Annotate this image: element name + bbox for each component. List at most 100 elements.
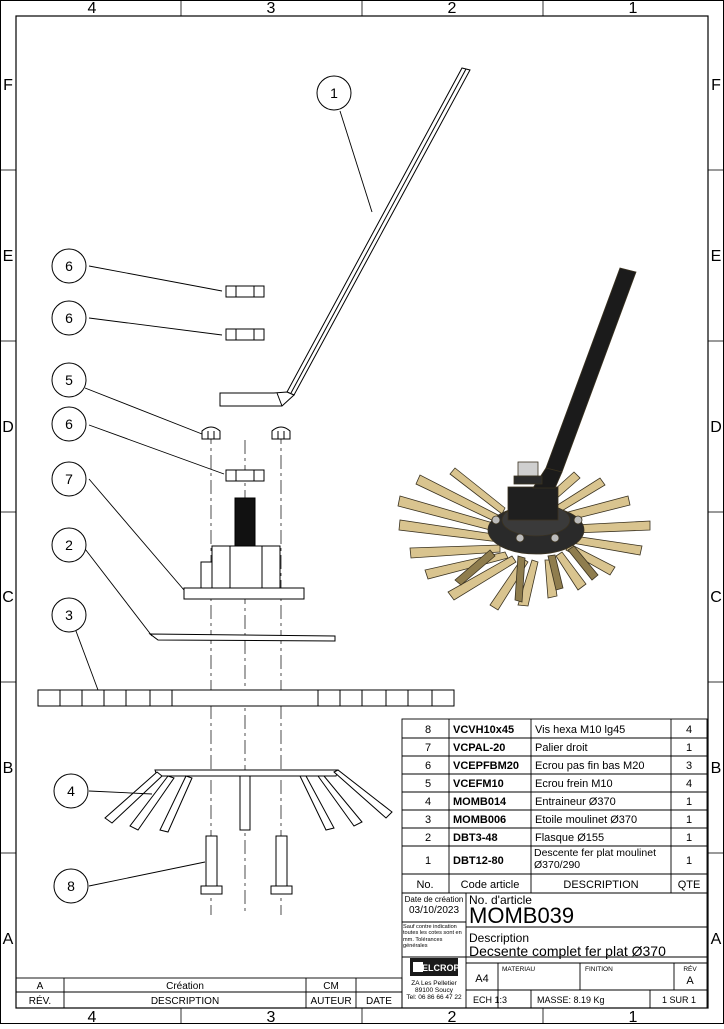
zone-col-bottom: 1 [629, 1009, 638, 1024]
balloon-2: 2 [51, 527, 87, 563]
part-descent-bar [219, 67, 471, 407]
finish-label: FINITION [585, 966, 613, 973]
balloon-label: 6 [65, 310, 73, 326]
balloon-label: 1 [330, 85, 338, 101]
part-star [37, 689, 455, 707]
exploded-view [37, 67, 471, 915]
zone-row-left: A [3, 931, 14, 948]
creation-date: 03/10/2023 [409, 905, 459, 916]
balloon-label: 3 [65, 607, 73, 623]
bom-row: 5 VCEFM10 Ecrou frein M10 4 [425, 778, 692, 790]
zone-col-top: 1 [629, 0, 638, 17]
bearing-block [507, 486, 559, 521]
company-phone: Tel: 06 86 66 47 22 [406, 994, 462, 1001]
bom-no: 1 [425, 855, 431, 867]
top-nut [517, 461, 539, 477]
bom-no: 5 [425, 778, 431, 790]
bom-qty: 1 [686, 742, 692, 754]
part-bolt [200, 835, 223, 895]
date-label: Date de création [405, 895, 464, 904]
balloon-1: 1 [316, 75, 352, 111]
mass: MASSE: 8.19 Kg [537, 995, 605, 1005]
bom-code: VCEPFBM20 [453, 760, 519, 772]
bom-code: DBT12-80 [453, 855, 504, 867]
scale: ECH 1:3 [473, 995, 507, 1005]
bom-qty: 1 [686, 796, 692, 808]
drawing-description: Decsente complet fer plat Ø370 [469, 943, 666, 959]
zone-row-left: D [2, 419, 14, 436]
bom-qty: 4 [686, 778, 692, 790]
part-bearing [183, 545, 305, 600]
sheet-number: 1 SUR 1 [662, 995, 696, 1005]
rev-label: RÉV [683, 964, 697, 973]
zone-col-top: 3 [267, 0, 276, 17]
bom-code: VCEFM10 [453, 778, 504, 790]
bom-qty: 4 [686, 724, 692, 736]
bom-no: 4 [425, 796, 431, 808]
bom-description: Etoile moulinet Ø370 [535, 814, 637, 826]
bom-header: No. Code article DESCRIPTION QTE [416, 879, 700, 891]
balloon-3: 3 [51, 597, 87, 633]
part-flange [148, 633, 336, 642]
bom-description: Entraineur Ø370 [535, 796, 616, 808]
format: A4 [475, 973, 488, 985]
bom-row: 1 DBT12-80 Descente fer plat moulinet Ø3… [425, 847, 692, 871]
isometric-render [397, 267, 651, 611]
driver-teeth [454, 545, 599, 603]
balloon-6: 6 [51, 300, 87, 336]
zone-row-right: F [711, 77, 721, 94]
bom-rows: 8 VCVH10x45 Vis hexa M10 lg45 4 7 VCPAL-… [416, 724, 700, 891]
material-label: MATERIAU [502, 966, 535, 973]
balloon-label: 5 [65, 372, 73, 388]
balloon-label: 8 [67, 878, 75, 894]
company-logo: FELCROP [410, 958, 460, 976]
part-bolt [270, 835, 293, 895]
revision-header-rev: RÉV. [29, 994, 51, 1007]
bom-code: MOMB006 [453, 814, 506, 826]
bom-description: Flasque Ø155 [535, 832, 604, 844]
bom-code: VCVH10x45 [453, 724, 514, 736]
bom-no: 6 [425, 760, 431, 772]
bom-no: 2 [425, 832, 431, 844]
bom-description: Palier droit [535, 742, 588, 754]
bom-description: Ecrou frein M10 [535, 778, 613, 790]
zone-col-bottom: 4 [88, 1009, 97, 1024]
zone-row-right: A [711, 931, 722, 948]
bom-row: 6 VCEPFBM20 Ecrou pas fin bas M20 3 [425, 760, 692, 772]
bom-code: MOMB014 [453, 796, 507, 808]
zone-row-right: E [711, 248, 722, 265]
zone-row-left: E [3, 248, 14, 265]
balloon-label: 7 [65, 471, 73, 487]
zone-col-top: 4 [88, 0, 97, 17]
part-lock-nut [201, 426, 221, 440]
bom-description: Descente fer plat moulinet Ø370/290 [534, 847, 656, 871]
bom-header-code: Code article [461, 879, 520, 891]
article-number: MOMB039 [469, 903, 574, 928]
bom-row: 2 DBT3-48 Flasque Ø155 1 [425, 832, 692, 844]
bom-row: 4 MOMB014 Entraineur Ø370 1 [425, 796, 692, 808]
zone-row-right: D [710, 419, 722, 436]
article-label: No. d'article [469, 893, 532, 907]
company-address-2: 89100 Soucy [415, 987, 454, 994]
zone-col-bottom: 3 [267, 1009, 276, 1024]
rev-value: A [686, 975, 694, 987]
company-logo-text: FELCROP [416, 963, 459, 973]
leader-lines [69, 110, 373, 887]
balloon-6: 6 [51, 248, 87, 284]
balloon-label: 6 [65, 416, 73, 432]
bom-description: Ecrou pas fin bas M20 [535, 760, 644, 772]
bom-row: 7 VCPAL-20 Palier droit 1 [425, 742, 692, 754]
title-block-lines [401, 892, 708, 1009]
part-threaded-stud [234, 497, 256, 549]
balloon-4: 4 [53, 773, 89, 809]
part-lock-nut [271, 426, 291, 440]
bom-code: VCPAL-20 [453, 742, 505, 754]
zone-row-left: F [3, 77, 13, 94]
bom-code: DBT3-48 [453, 832, 498, 844]
balloon-8: 8 [53, 868, 89, 904]
part-nut [225, 469, 265, 482]
revision-table-lines [15, 977, 403, 1009]
bom-row: 8 VCVH10x45 Vis hexa M10 lg45 4 [425, 724, 692, 736]
balloon-7: 7 [51, 461, 87, 497]
